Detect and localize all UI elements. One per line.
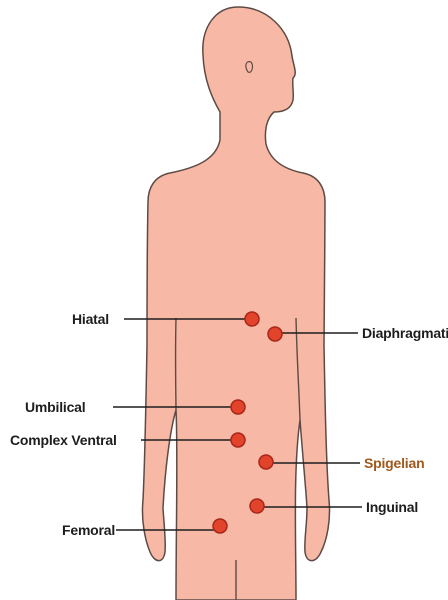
label-inguinal: Inguinal <box>366 499 418 515</box>
marker-umbilical <box>231 400 245 414</box>
marker-femoral <box>213 519 227 533</box>
label-complex-ventral: Complex Ventral <box>10 432 117 448</box>
label-spigelian: Spigelian <box>364 455 424 471</box>
label-femoral: Femoral <box>62 522 115 538</box>
label-umbilical: Umbilical <box>25 399 85 415</box>
marker-hiatal <box>245 312 259 326</box>
label-hiatal: Hiatal <box>72 311 109 327</box>
marker-inguinal <box>250 499 264 513</box>
marker-complex-ventral <box>231 433 245 447</box>
marker-spigelian <box>259 455 273 469</box>
body-silhouette <box>142 7 329 600</box>
marker-diaphragmatic <box>268 327 282 341</box>
label-diaphragmatic: Diaphragmatic <box>362 325 448 341</box>
